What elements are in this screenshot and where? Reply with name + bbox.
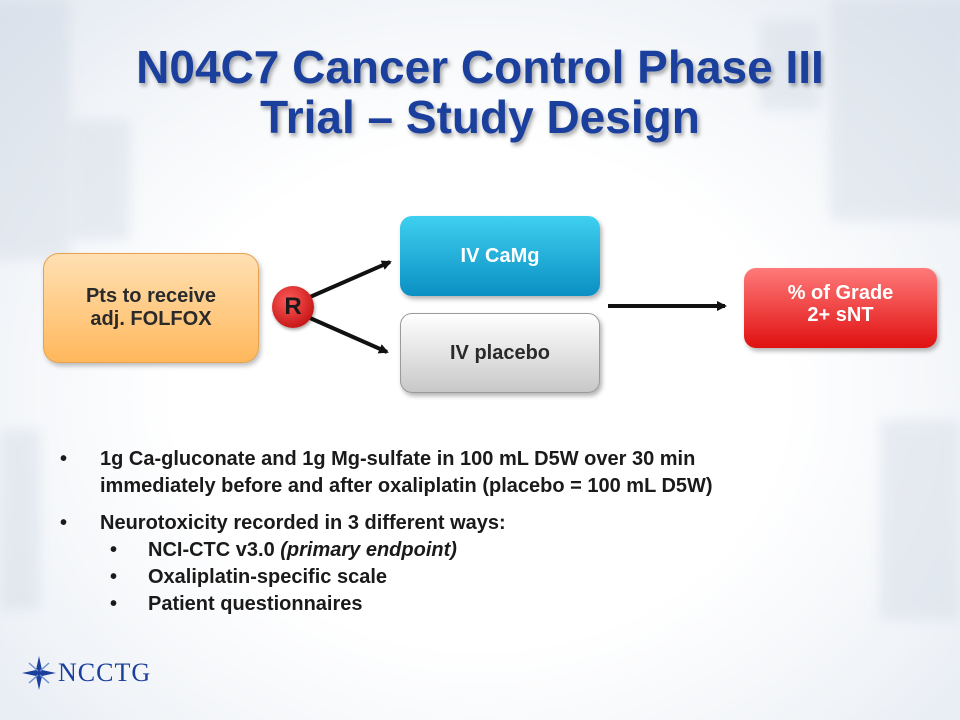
bullet-glyph: • [60,448,68,470]
sub-bullet-text: NCI-CTC v3.0 [148,539,281,561]
title-line-2: Trial – Study Design [260,91,700,143]
sub-bullet-italic: (primary endpoint) [280,539,457,561]
bullet-line: Neurotoxicity recorded in 3 different wa… [100,512,506,534]
randomize-node: R [272,286,314,328]
outcome-box: % of Grade 2+ sNT [744,268,937,348]
start-line-1: Pts to receive [85,285,217,307]
arm1-box: IV CaMg [400,216,600,296]
arm2-box: IV placebo [400,313,600,393]
bullet-line: immediately before and after oxaliplatin… [100,475,713,497]
arrow-to-arm1 [309,260,392,299]
randomize-label: R [284,293,302,320]
bullet-list: • 1g Ca-gluconate and 1g Mg-sulfate in 1… [56,446,936,618]
arm1-label: IV CaMg [460,244,540,267]
start-box: Pts to receive adj. FOLFOX [43,253,259,363]
bullet-item: • 1g Ca-gluconate and 1g Mg-sulfate in 1… [56,446,936,500]
bullet-glyph: • [110,593,118,615]
ncctg-logo: NCCTG [22,656,151,690]
bullet-glyph: • [110,566,118,588]
sub-bullet-text: Patient questionnaires [148,593,363,615]
sub-bullet-item: • Patient questionnaires [56,591,936,618]
logo-text: NCCTG [58,658,152,687]
arrow-to-arm2 [309,316,389,354]
outcome-line-1: % of Grade [787,282,894,304]
sub-bullet-text: Oxaliplatin-specific scale [148,566,387,588]
outcome-line-2: 2+ sNT [807,304,874,326]
bullet-glyph: • [60,512,68,534]
bullet-glyph: • [110,539,118,561]
start-line-2: adj. FOLFOX [90,308,212,330]
bullet-item: • Neurotoxicity recorded in 3 different … [56,510,936,537]
sub-bullet-item: • Oxaliplatin-specific scale [56,564,936,591]
slide-title: N04C7 Cancer Control Phase III Trial – S… [40,42,920,142]
sub-bullet-item: • NCI-CTC v3.0 (primary endpoint) [56,537,936,564]
bullet-line: 1g Ca-gluconate and 1g Mg-sulfate in 100… [100,448,696,470]
title-line-1: N04C7 Cancer Control Phase III [136,41,824,93]
star-icon [22,656,56,690]
arm2-label: IV placebo [449,341,551,364]
